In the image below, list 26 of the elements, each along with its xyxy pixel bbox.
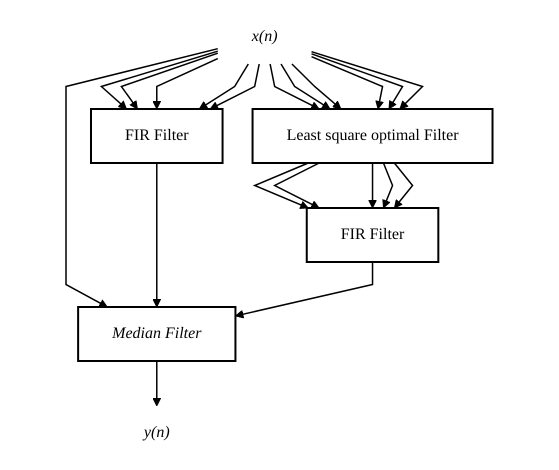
arrow [120,52,218,110]
arrow [368,163,378,208]
arrow [199,64,250,110]
arrow [252,162,309,209]
arrow [65,48,218,308]
arrow [152,58,218,110]
arrow [311,56,384,110]
arrow [152,361,162,406]
arrow [235,262,374,318]
arrow [382,162,394,208]
node-text: y(n) [144,424,170,441]
arrow [100,50,218,110]
arrow [312,53,404,110]
node-box: FIR Filter [306,207,440,263]
arrow [280,64,331,110]
arrow [292,63,342,110]
arrow [273,162,320,208]
arrow [152,163,162,308]
arrow [394,162,414,208]
node-box: Median Filter [77,306,237,362]
arrow [312,50,424,110]
arrow [210,64,260,110]
node-text: x(n) [252,28,278,45]
node-box: FIR Filter [90,108,224,164]
arrow [270,64,320,110]
node-box: Least square optimal Filter [252,108,494,164]
